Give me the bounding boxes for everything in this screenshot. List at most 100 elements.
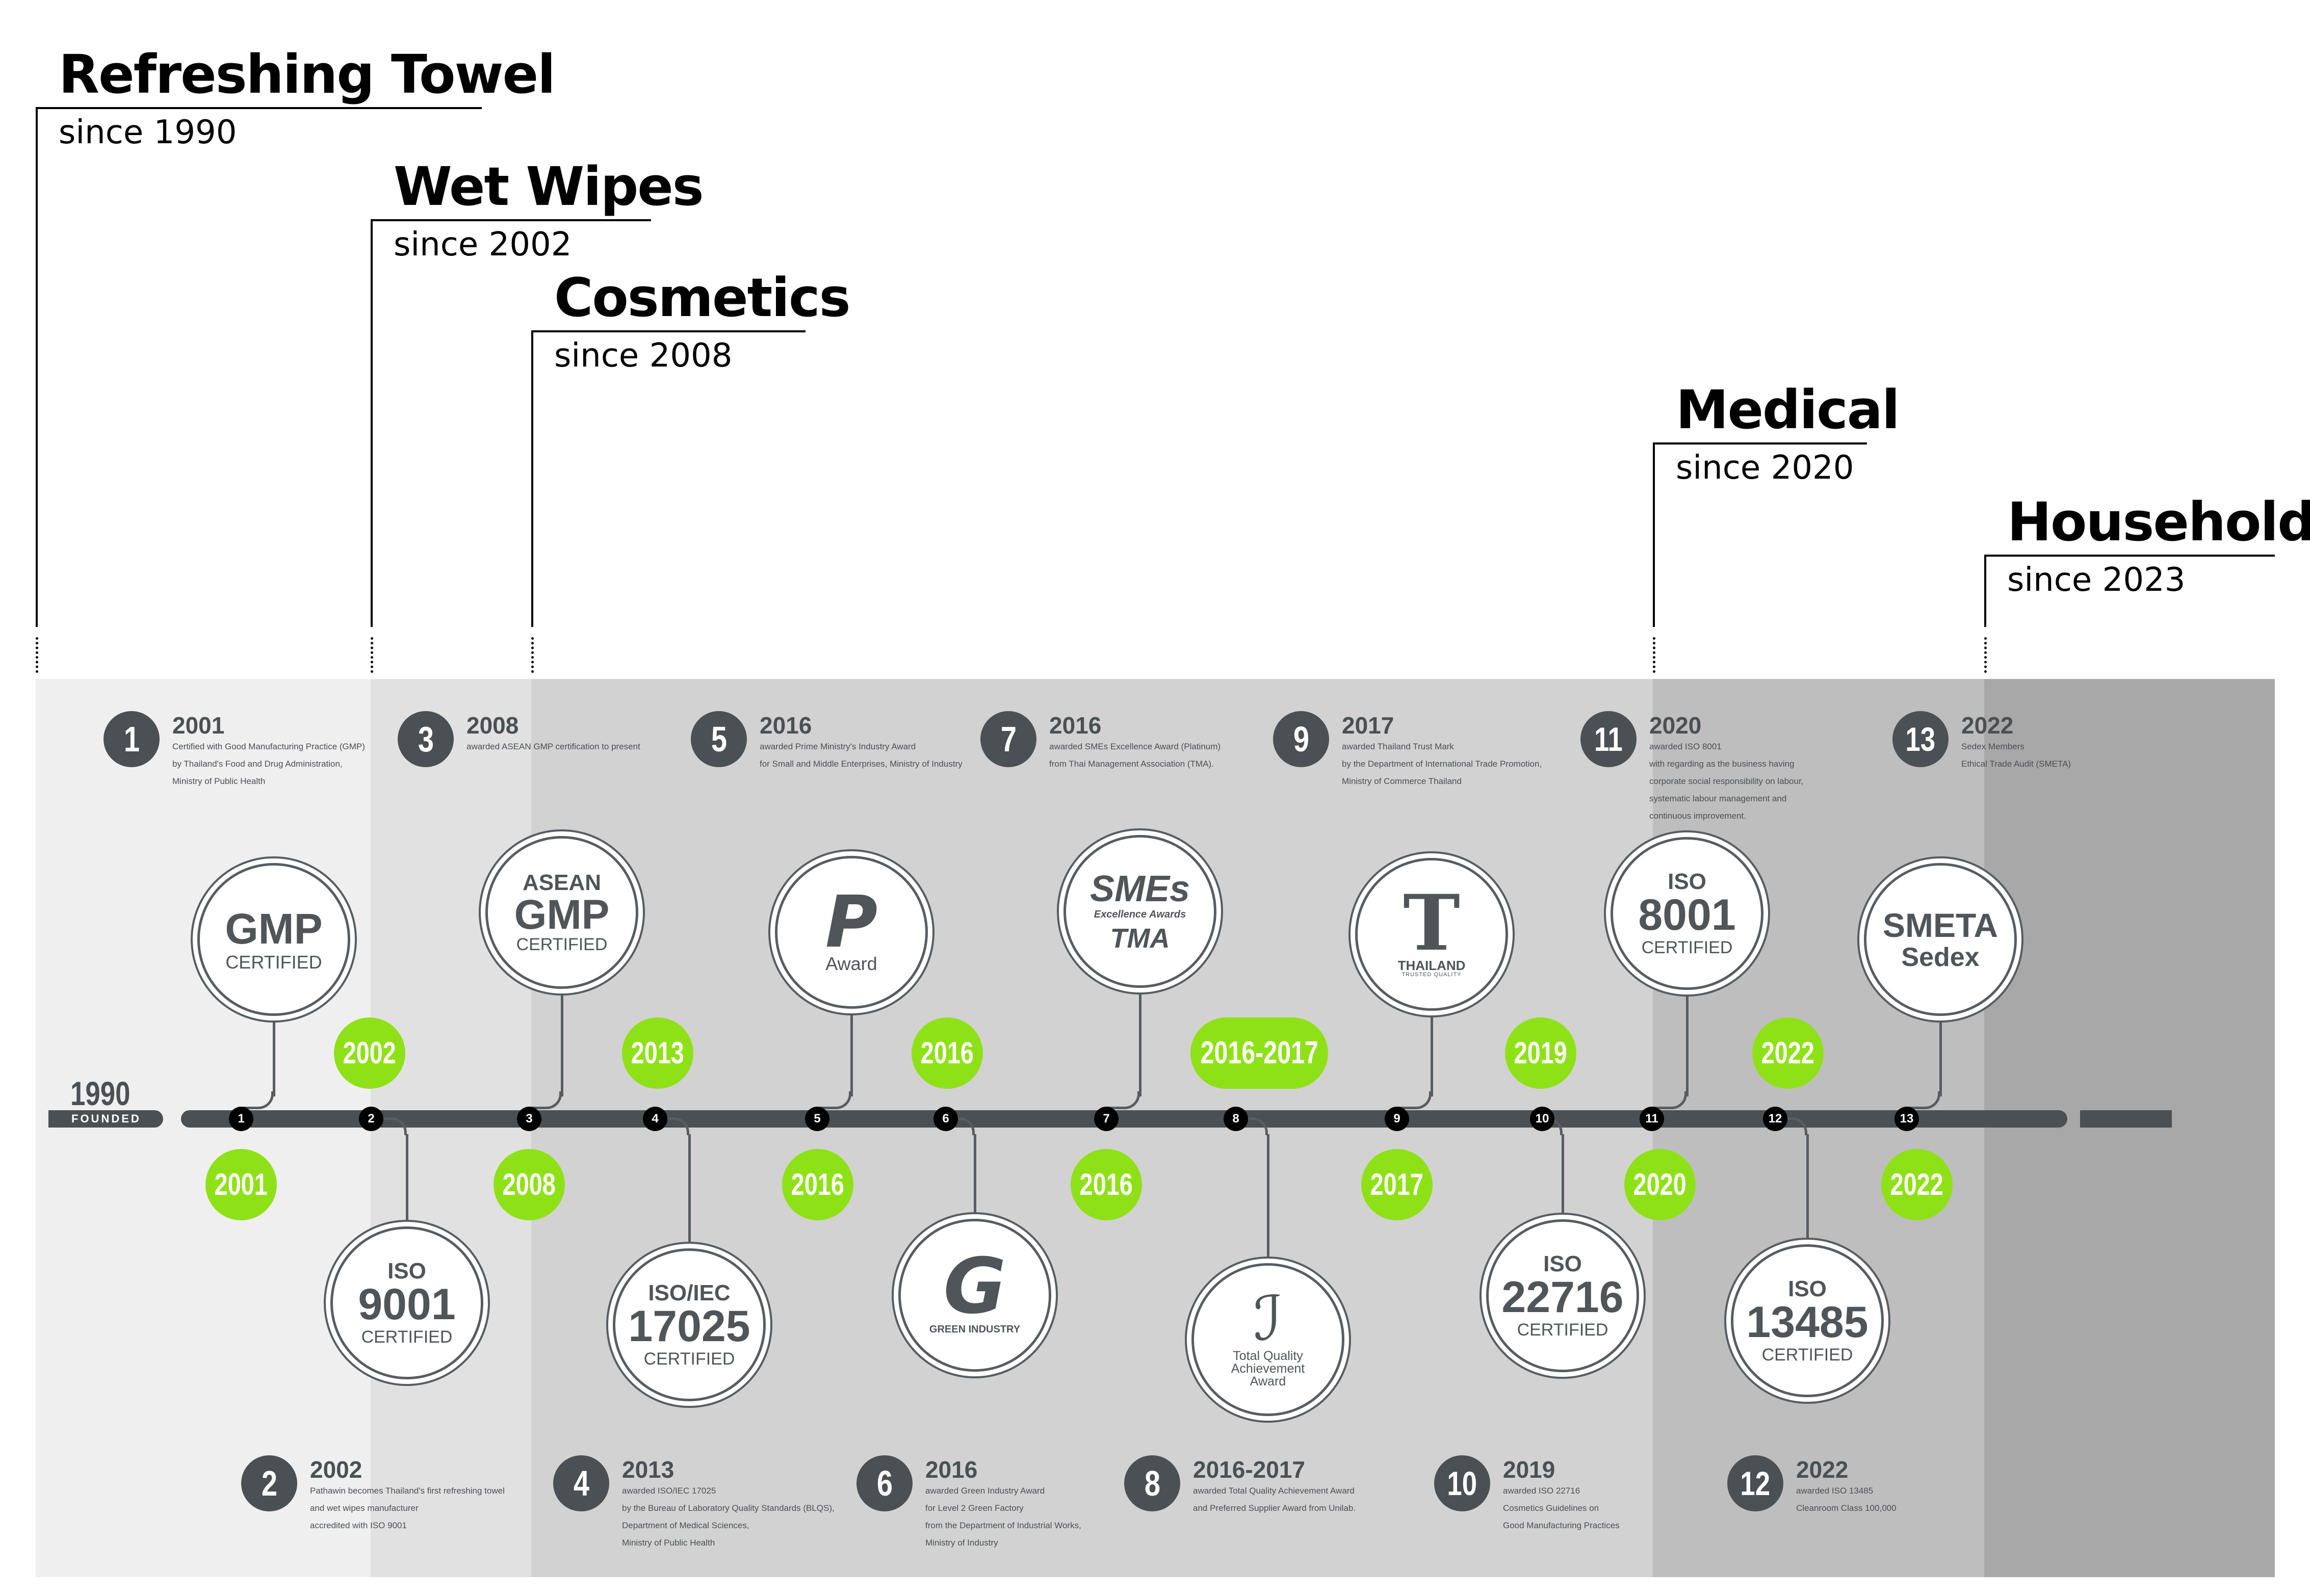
badge-text: GREEN INDUSTRY [929, 1324, 1021, 1335]
badge-text: THAILAND [1397, 958, 1466, 974]
timeline-marker-number: 13 [1900, 1112, 1914, 1126]
badge-text: CERTIFIED [516, 935, 608, 954]
timeline-marker: 2 [359, 1107, 383, 1131]
leader-corner [1773, 1117, 1807, 1135]
badge-text: ISO [1668, 869, 1706, 894]
timeline-marker: 9 [1385, 1107, 1409, 1131]
milestone-year: 2016 [760, 712, 812, 739]
badge-text: ISO [1788, 1276, 1827, 1301]
leader-line [561, 989, 563, 1096]
category-line [531, 330, 533, 627]
milestone-number-label: 3 [418, 719, 434, 759]
timeline-marker-number: 4 [652, 1112, 659, 1126]
category-rule [531, 330, 806, 332]
leader-line [1806, 1134, 1809, 1244]
milestone-description: awarded Green Industry Award for Level 2… [925, 1486, 1081, 1548]
milestone-number: 8 [1124, 1455, 1180, 1511]
badge-text: ASEAN [522, 870, 602, 895]
milestone-number-label: 12 [1740, 1464, 1771, 1502]
badge-text: Excellence Awards [1094, 909, 1186, 920]
band-cosmetics [531, 679, 1653, 1577]
milestone-number: 6 [856, 1455, 913, 1511]
milestone-year: 2022 [1796, 1456, 1849, 1483]
band-medical [1653, 679, 1984, 1577]
badge-text: CERTIFIED [225, 952, 322, 973]
badge-text: Award [825, 953, 877, 974]
category-dots [1653, 637, 1655, 673]
milestone-year: 2013 [622, 1456, 674, 1483]
milestone-number: 2 [241, 1455, 297, 1511]
badge-text: Total Quality [1233, 1348, 1303, 1363]
year-bubble: 2019 [1505, 1017, 1576, 1089]
milestone-year: 2016 [1049, 712, 1102, 739]
year-bubble: 2020 [1624, 1149, 1696, 1220]
year-bubble: 2022 [1752, 1017, 1824, 1089]
milestone-year: 2017 [1342, 712, 1394, 739]
badge-text: CERTIFIED [1517, 1320, 1608, 1340]
timeline-marker: 3 [517, 1107, 541, 1131]
year-bubble-label: 2016-2017 [1200, 1035, 1318, 1070]
category-dots [36, 637, 38, 673]
milestone-year: 2016-2017 [1193, 1456, 1305, 1483]
milestone-year: 2001 [172, 712, 225, 739]
timeline-marker: 5 [805, 1107, 829, 1131]
badge-text: 13485 [1746, 1298, 1868, 1347]
leader-line [974, 1134, 976, 1219]
milestone-number-label: 5 [711, 719, 727, 759]
badge-text: 17025 [628, 1302, 750, 1351]
badge-text: CERTIFIED [1641, 938, 1733, 957]
milestone-number-label: 2 [261, 1463, 277, 1503]
timeline-start-bar [48, 1110, 163, 1128]
badge-text: TRUSTED QUALITY [1401, 972, 1462, 978]
milestone-description: awarded ISO 22716 Cosmetics Guidelines o… [1503, 1486, 1620, 1530]
leader-corner [653, 1117, 689, 1135]
milestone-number: 1 [103, 711, 160, 767]
category-since: since 1990 [59, 114, 237, 151]
green-industry-logo: G [943, 1242, 1006, 1331]
category-title: Refreshing Towel [59, 43, 556, 106]
year-bubble: 2002 [334, 1017, 405, 1089]
category-rule [36, 107, 482, 109]
milestone-number-label: 10 [1447, 1464, 1477, 1502]
badge-text: 22716 [1501, 1273, 1624, 1322]
leader-line [406, 1134, 408, 1226]
badge-text: GMP [225, 905, 323, 953]
milestone-number-label: 8 [1144, 1463, 1160, 1503]
year-bubble: 2016 [782, 1149, 853, 1220]
milestone-description: awarded ISO 8001 with regarding as the b… [1649, 742, 1804, 821]
timeline-marker-number: 8 [1232, 1112, 1239, 1126]
leader-line [1562, 1134, 1564, 1219]
category-title: Cosmetics [554, 267, 850, 329]
year-bubble-label: 2001 [214, 1167, 268, 1201]
year-bubble: 2022 [1881, 1149, 1953, 1220]
year-bubble: 2016 [912, 1017, 983, 1089]
category-dots [531, 637, 534, 673]
timeline-marker: 4 [643, 1107, 667, 1131]
milestone-year: 2016 [925, 1456, 978, 1483]
timeline-marker: 6 [933, 1107, 958, 1131]
milestone-number-label: 4 [573, 1463, 589, 1503]
milestone-number: 11 [1580, 711, 1637, 767]
category-line [36, 107, 38, 627]
badge-text: Achievement [1231, 1361, 1305, 1376]
category-since: since 2023 [2007, 561, 2186, 599]
badge-text: TMA [1110, 923, 1170, 954]
milestone-year: 2019 [1503, 1456, 1555, 1483]
milestone-number: 10 [1434, 1455, 1490, 1511]
milestone-number: 5 [691, 711, 747, 767]
timeline-bar [181, 1110, 2067, 1128]
milestone-description: awarded ASEAN GMP certification to prese… [466, 742, 640, 751]
year-bubble-label: 2017 [1370, 1167, 1424, 1201]
year-bubble-label: 2020 [1633, 1167, 1687, 1201]
category-line [1984, 555, 1986, 627]
timeline-marker: 8 [1224, 1107, 1248, 1131]
p-award-logo: P [825, 880, 878, 964]
timeline-marker-number: 5 [814, 1112, 821, 1126]
milestone-number: 3 [398, 711, 454, 767]
year-bubble: 2013 [622, 1017, 693, 1089]
